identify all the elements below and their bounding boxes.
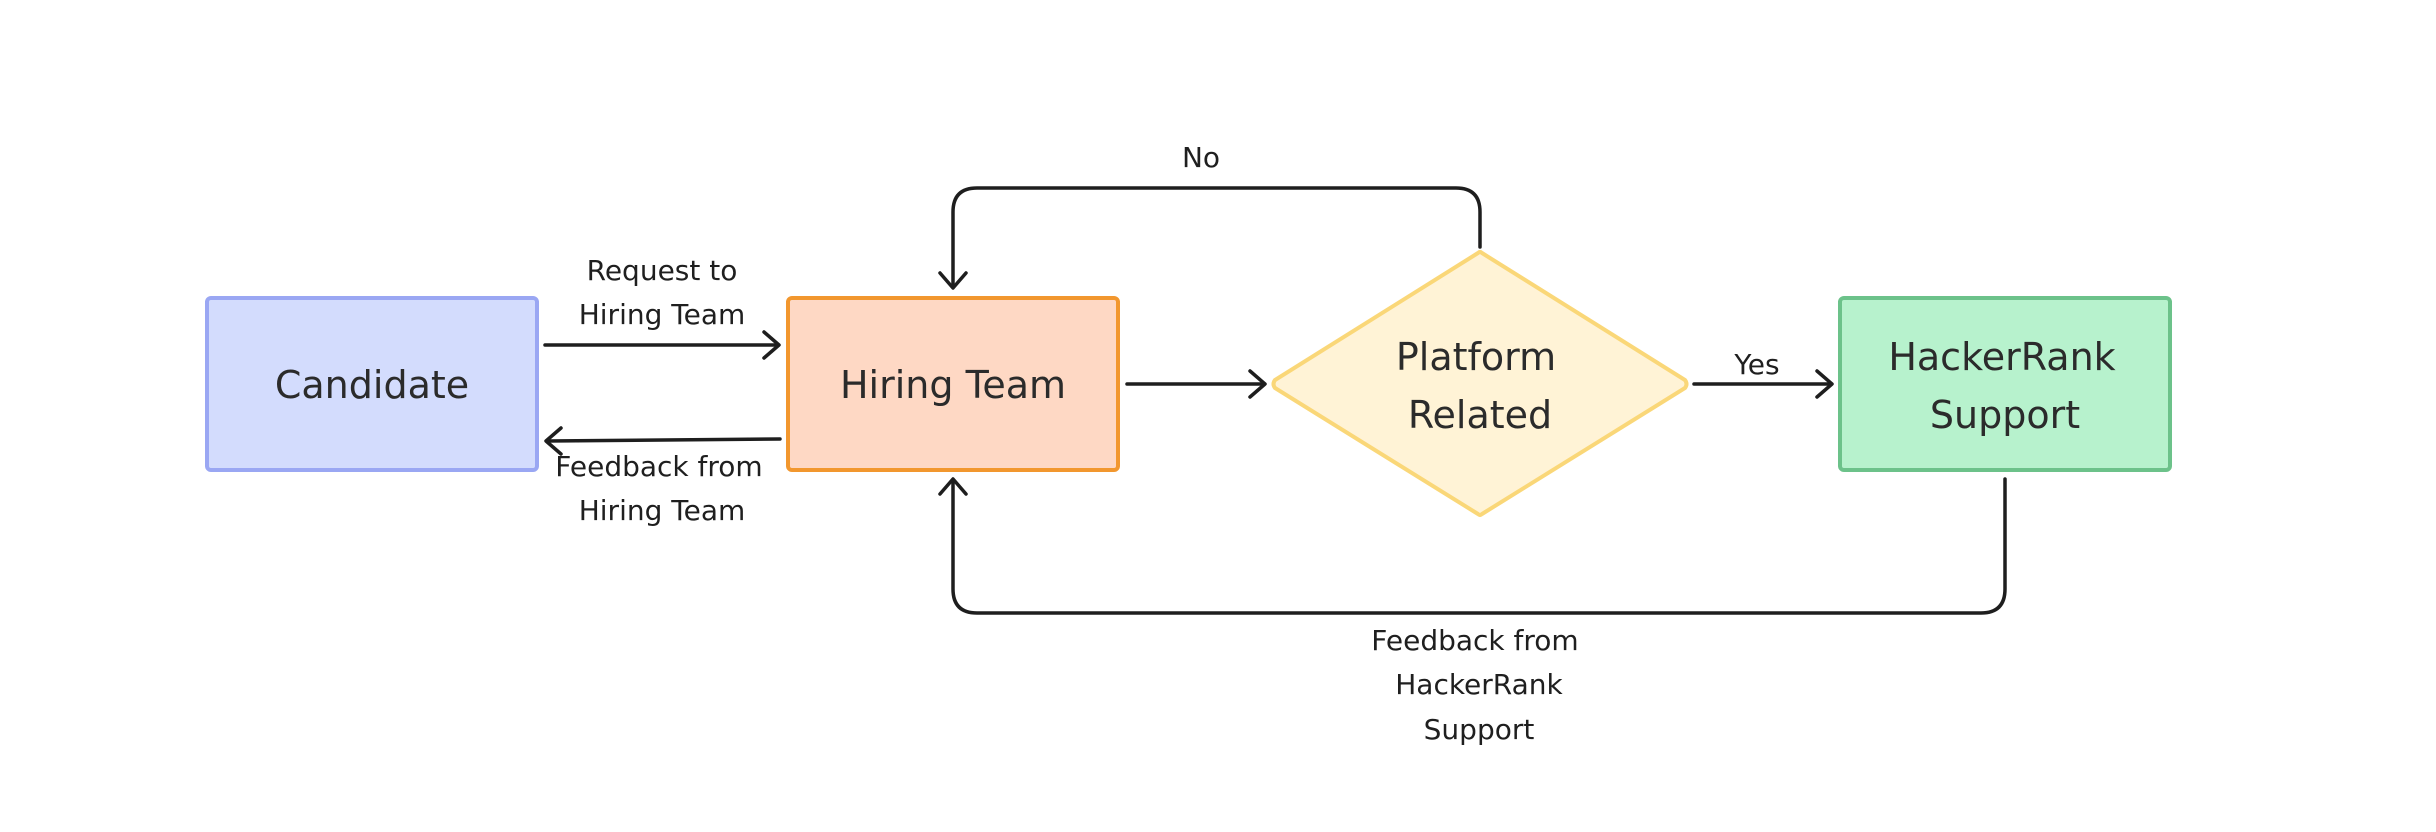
yes-arrow-head xyxy=(1815,369,1834,399)
feedback-hiring-arrow-line xyxy=(545,437,782,443)
candidate-node[interactable]: Candidate xyxy=(205,296,539,472)
no-arrow-line xyxy=(951,186,1482,289)
hackerrank-support-node[interactable]: HackerRank Support xyxy=(1838,296,2172,472)
request-label-line2: Hiring Team xyxy=(579,298,746,331)
platform-related-node[interactable]: Platform Related xyxy=(1271,250,1689,517)
edge-feedback-from-hiring-team: Feedback from Hiring Team xyxy=(544,426,782,527)
feedback-hackerrank-label-line1: Feedback from xyxy=(1371,624,1578,657)
hiring-team-node[interactable]: Hiring Team xyxy=(786,296,1120,472)
feedback-hiring-label-line2: Hiring Team xyxy=(579,494,746,527)
edge-request-to-hiring-team: Request to Hiring Team xyxy=(543,254,781,360)
request-label-line1: Request to xyxy=(587,254,738,287)
edge-hiring-team-to-platform xyxy=(1125,369,1267,399)
no-label: No xyxy=(1182,141,1220,174)
candidate-box xyxy=(205,296,539,472)
platform-related-diamond xyxy=(1271,250,1689,517)
yes-label: Yes xyxy=(1733,348,1779,381)
hackerrank-support-box xyxy=(1838,296,2172,472)
feedback-hiring-arrow-head xyxy=(544,426,563,456)
platform-related-label-line1: Platform xyxy=(1396,335,1556,379)
platform-related-label-line2: Related xyxy=(1408,393,1552,437)
hiring-team-label: Hiring Team xyxy=(840,363,1066,407)
candidate-label: Candidate xyxy=(275,363,469,407)
feedback-hackerrank-arrow-line xyxy=(951,477,2007,615)
edge-feedback-from-hackerrank: Feedback from HackerRank Support xyxy=(938,477,2007,746)
edge-yes: Yes xyxy=(1692,348,1834,399)
feedback-hackerrank-label-line3: Support xyxy=(1424,713,1535,746)
feedback-hackerrank-arrow-head xyxy=(938,477,968,496)
edge-no: No xyxy=(938,141,1482,290)
feedback-hackerrank-label-line2: HackerRank xyxy=(1395,668,1563,701)
hackerrank-support-label-line2: Support xyxy=(1930,393,2080,437)
request-arrow-head xyxy=(762,330,781,360)
no-arrow-head xyxy=(938,271,968,290)
hiring-to-platform-arrow-head xyxy=(1248,369,1267,399)
feedback-hiring-label-line1: Feedback from xyxy=(555,450,762,483)
hiring-team-box xyxy=(786,296,1120,472)
hackerrank-support-label-line1: HackerRank xyxy=(1888,335,2115,379)
